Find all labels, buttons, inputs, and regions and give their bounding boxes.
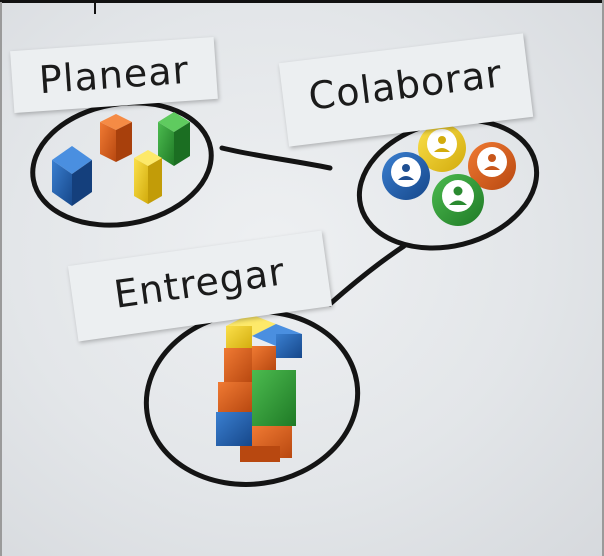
right-border: [602, 0, 604, 556]
green-block-icon: [158, 112, 190, 166]
plan-label-text: Planear: [37, 47, 191, 103]
corner-tick: [0, 0, 14, 2]
blue-block-icon: [52, 146, 92, 206]
top-border: [0, 0, 604, 3]
blue-person-token-icon: [382, 152, 430, 200]
green-person-token-icon: [432, 174, 484, 226]
corner-tick-vertical: [94, 0, 96, 14]
block-tower-icon: [216, 314, 302, 462]
left-border: [0, 0, 2, 556]
orange-person-token-icon: [468, 142, 516, 190]
yellow-person-token-icon: [418, 124, 466, 172]
connector-plan-colab: [219, 145, 333, 171]
yellow-block-icon: [134, 150, 162, 204]
connector-colab-deliver: [327, 243, 407, 307]
orange-block-icon: [100, 114, 132, 162]
